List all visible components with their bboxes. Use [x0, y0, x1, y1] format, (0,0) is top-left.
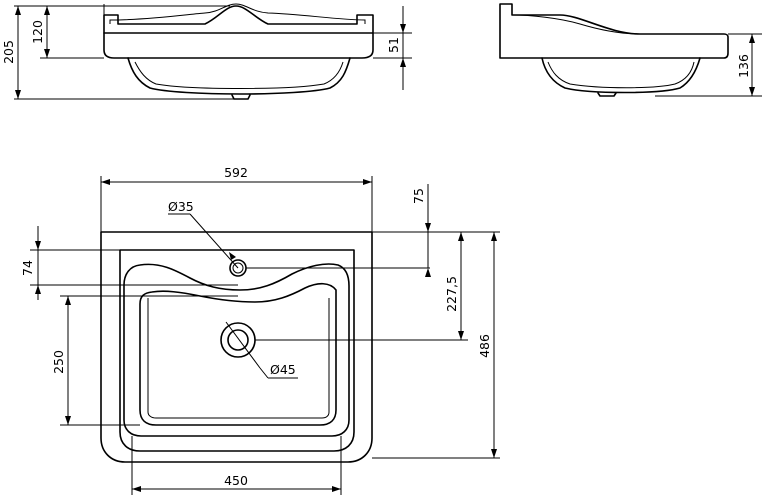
dim-bowl-depth: 120 [30, 20, 45, 44]
front-elevation-view [14, 3, 412, 100]
dim-drain-diameter: Ø45 [270, 362, 296, 377]
dim-bowl-length: 250 [51, 350, 66, 374]
dim-tap-offset: 75 [411, 188, 426, 204]
side-elevation-view [499, 3, 762, 97]
dim-side-height: 136 [736, 54, 751, 78]
dim-drain-offset: 227,5 [444, 276, 459, 312]
dim-bowl-width: 450 [224, 473, 248, 488]
dim-rim-height: 51 [386, 37, 401, 53]
dim-overall-depth: 486 [477, 334, 492, 358]
dim-overall-width: 592 [224, 165, 248, 180]
dim-tap-hole-diameter: Ø35 [168, 199, 194, 214]
plan-view [30, 176, 500, 495]
dim-front-curve: 74 [20, 260, 35, 276]
dim-total-height: 205 [1, 40, 16, 64]
